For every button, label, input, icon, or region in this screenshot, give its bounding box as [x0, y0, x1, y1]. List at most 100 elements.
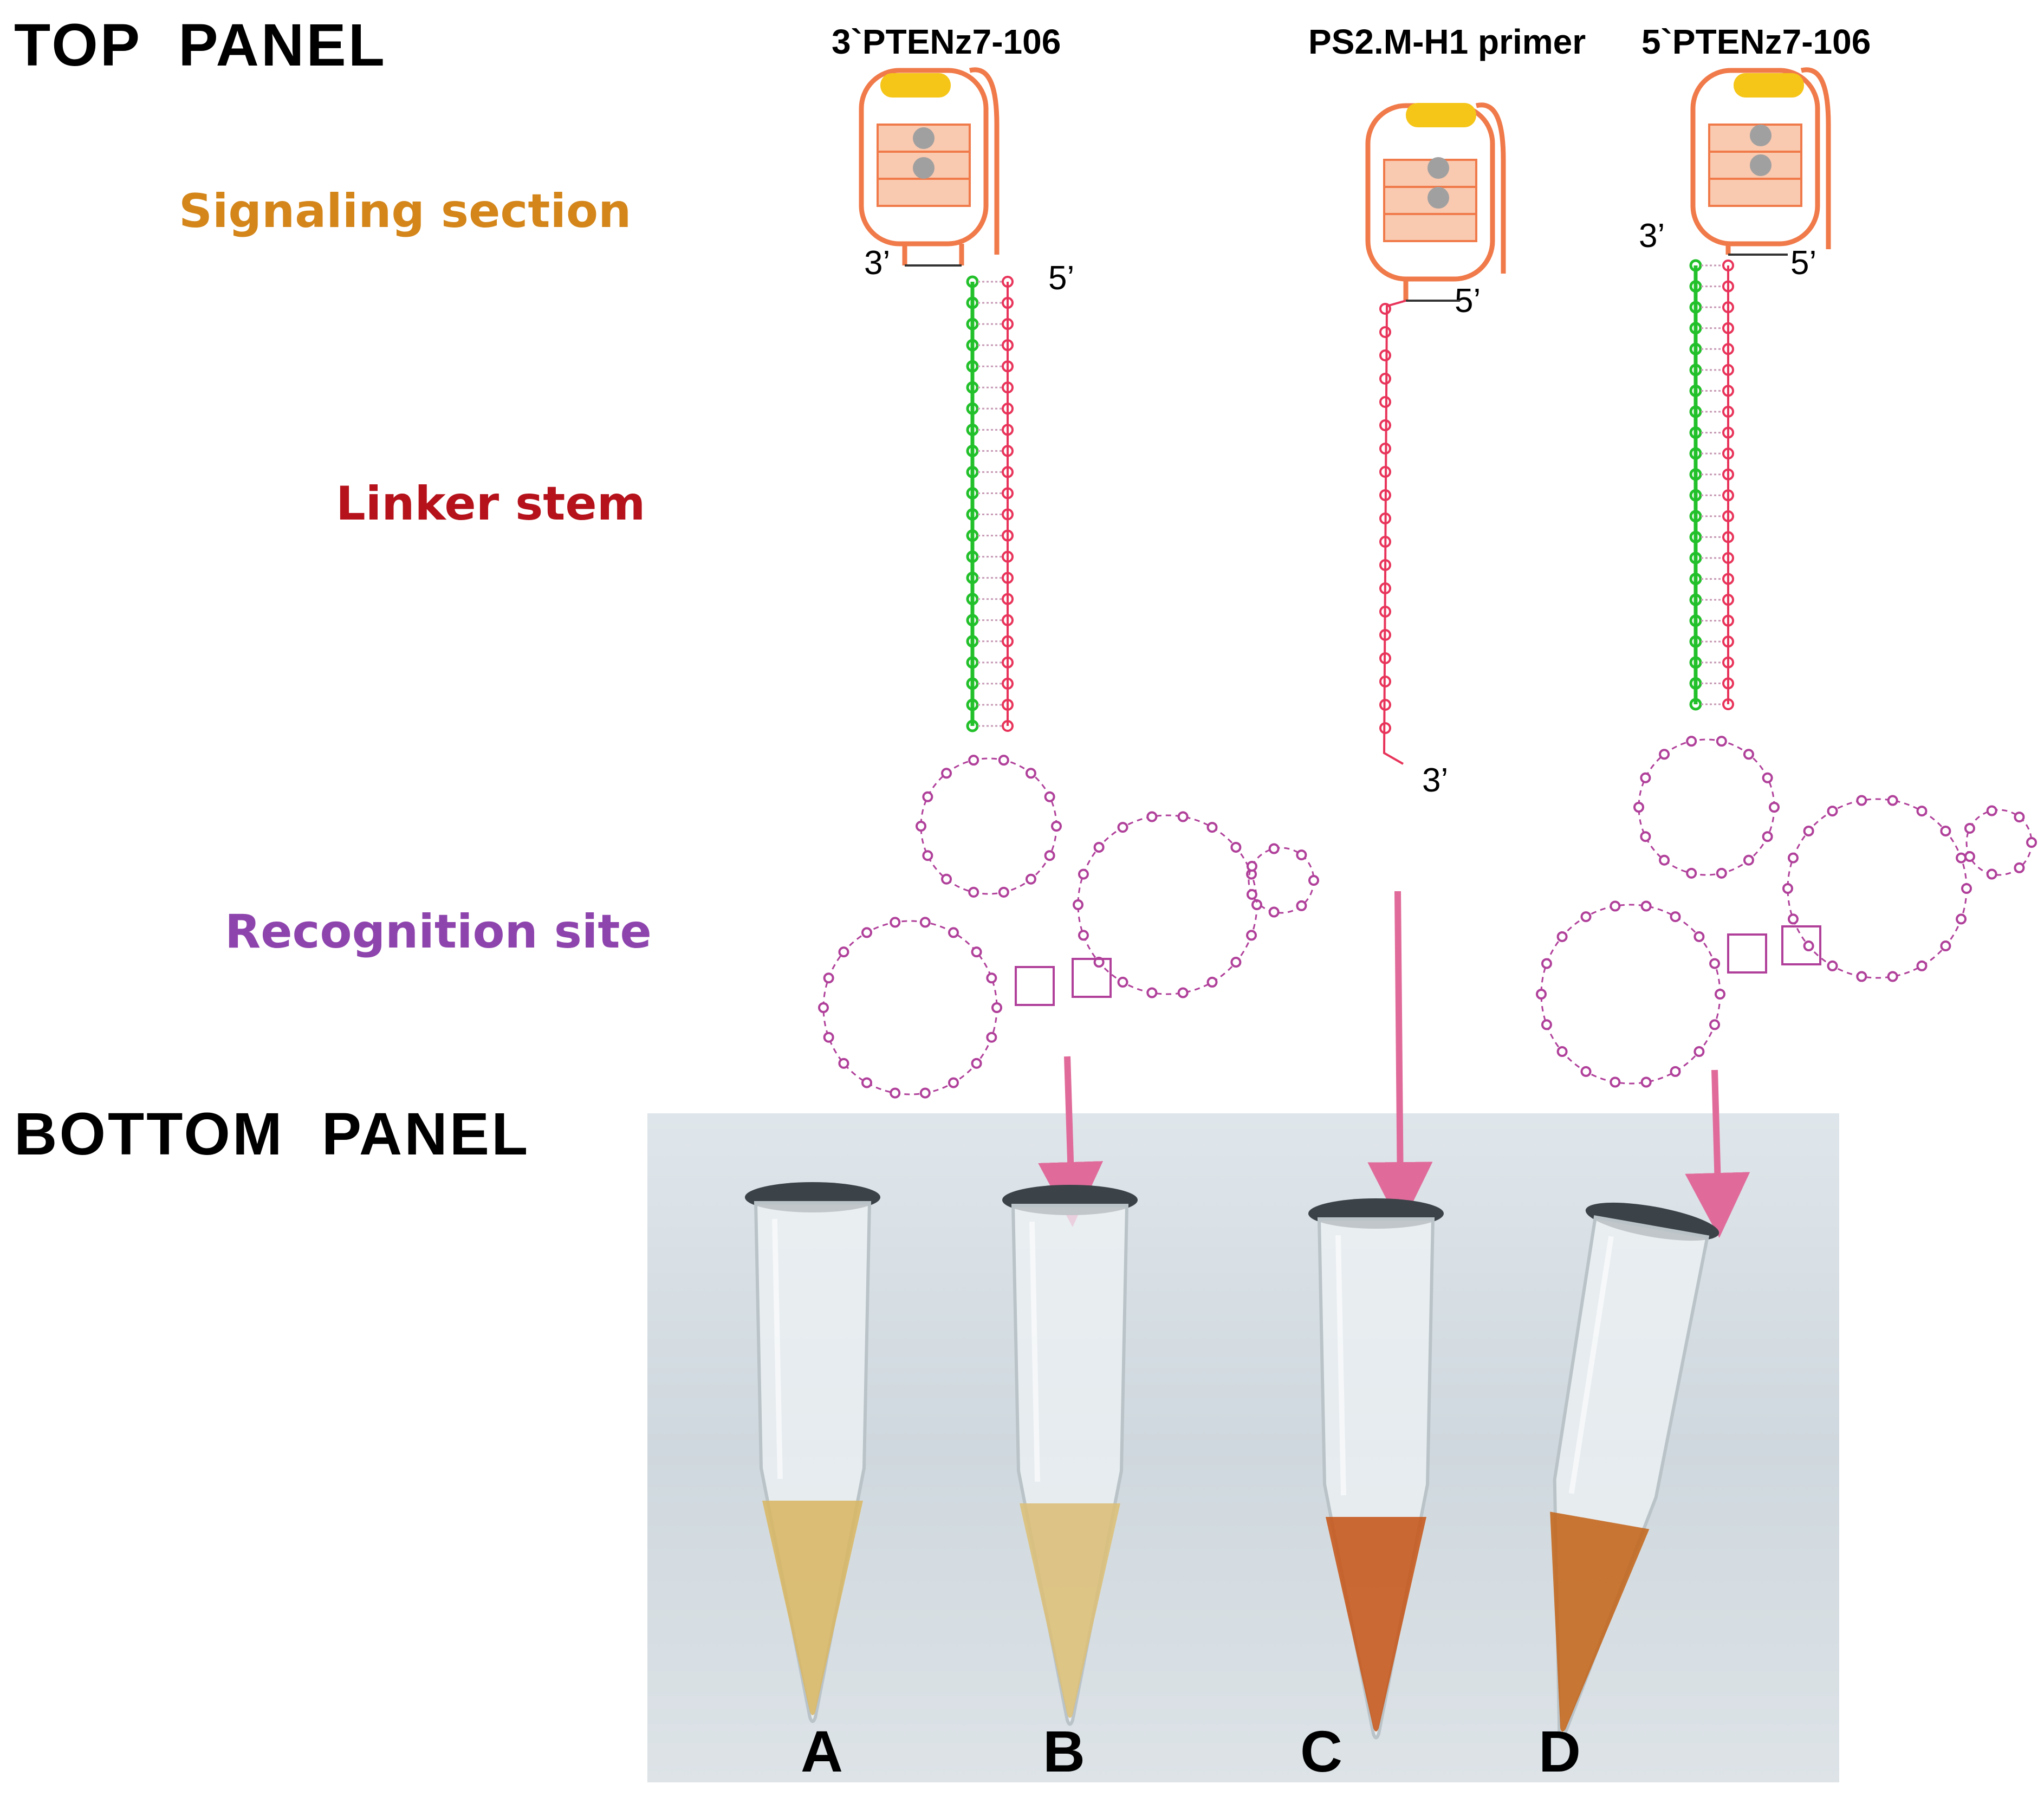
nucleotide	[1722, 280, 1734, 293]
recognition-loop-3a	[1633, 736, 1780, 879]
tube-c	[1308, 1198, 1444, 1740]
nucleotide	[1230, 841, 1242, 853]
tube-liquid	[1326, 1517, 1426, 1731]
nucleotide	[1716, 867, 1727, 879]
nucleotide	[1002, 508, 1014, 521]
nucleotide	[1689, 405, 1702, 418]
nucleotide	[966, 614, 979, 627]
nucleotide	[968, 886, 979, 898]
nucleotide	[1715, 989, 1725, 1000]
nucleotide	[1803, 940, 1814, 952]
nucleotide	[1887, 795, 1898, 806]
nucleotide	[1610, 900, 1621, 912]
nucleotide	[1073, 899, 1083, 910]
nucleotide	[1964, 822, 1975, 834]
nucleotide	[1916, 806, 1928, 817]
nucleotide	[1940, 940, 1951, 952]
nucleotide	[1379, 373, 1391, 385]
recognition-duplex	[1015, 966, 1055, 1006]
nucleotide	[1246, 889, 1257, 900]
nucleotide	[1722, 322, 1734, 334]
signaling-section-label: Signaling section	[179, 184, 632, 238]
nucleotide	[1716, 736, 1727, 747]
nucleotide	[1689, 342, 1702, 355]
nucleotide	[1002, 550, 1014, 563]
nucleotide	[1177, 811, 1189, 822]
nucleotide	[1722, 635, 1734, 648]
nucleotide	[1044, 791, 1055, 802]
nucleotide	[1002, 487, 1014, 499]
nucleotide	[922, 850, 933, 861]
nucleotide	[1002, 656, 1014, 669]
nucleotide	[1002, 529, 1014, 542]
nucleotide	[1093, 841, 1105, 853]
nucleotide	[1956, 913, 1967, 925]
tube-label-d: D	[1539, 1718, 1581, 1784]
nucleotide	[1379, 396, 1391, 408]
nucleotide	[838, 1058, 849, 1069]
nucleotide	[966, 656, 979, 669]
nucleotide	[966, 529, 979, 542]
nucleotide	[971, 1058, 982, 1069]
nucleotide	[1640, 900, 1652, 912]
nucleotide	[1722, 489, 1734, 502]
quadruplex-icon-2	[1365, 102, 1506, 302]
nucleotide	[1887, 971, 1898, 982]
nucleotide	[966, 572, 979, 585]
nucleotide	[1743, 749, 1754, 760]
nucleotide	[1251, 899, 1262, 910]
tube-cap	[1585, 1202, 1719, 1241]
nucleotide	[1709, 1019, 1721, 1030]
nucleotide	[1556, 1046, 1568, 1058]
nucleotide	[1689, 635, 1702, 648]
linker-stem-1	[966, 275, 1014, 732]
end-label-3prime-left-2: 3’	[1639, 217, 1665, 255]
nucleotide	[971, 946, 982, 958]
nucleotide	[1689, 573, 1702, 586]
nucleotide	[1146, 987, 1158, 998]
nucleotide	[2014, 862, 2025, 873]
nucleotide	[916, 821, 926, 832]
nucleotide	[890, 1087, 901, 1099]
nucleotide	[1117, 822, 1128, 833]
nucleotide	[966, 423, 979, 436]
recognition-loop-3c	[1782, 795, 1972, 982]
nucleotide	[1002, 445, 1014, 457]
nucleotide	[1051, 821, 1062, 832]
tube-liquid	[1550, 1511, 1650, 1732]
nucleotide	[1025, 768, 1036, 779]
nucleotide	[1689, 447, 1702, 460]
end-label-primer-3prime: 3’	[1422, 762, 1449, 799]
nucleotide	[948, 1077, 959, 1088]
nucleotide	[1722, 594, 1734, 606]
nucleotide	[1268, 906, 1280, 918]
nucleotide	[966, 339, 979, 352]
construct-title-primer: PS2.M-H1 primer	[1308, 22, 1586, 61]
nucleotide	[1659, 749, 1670, 760]
nucleotide	[1640, 1076, 1652, 1088]
nucleotide	[1722, 510, 1734, 522]
nucleotide	[1964, 851, 1975, 862]
nucleotide	[1693, 1046, 1705, 1058]
nucleotide	[1002, 403, 1014, 415]
recognition-duplex	[1781, 925, 1821, 965]
nucleotide	[1689, 593, 1702, 606]
recognition-site-label: Recognition site	[225, 905, 652, 959]
primer-strand	[1379, 300, 1406, 765]
nucleotide	[948, 927, 959, 938]
recognition-loop-1a	[916, 755, 1062, 898]
nucleotide	[966, 296, 979, 309]
nucleotide	[1580, 1066, 1592, 1077]
nucleotide	[1689, 280, 1702, 293]
nucleotide	[1689, 364, 1702, 377]
nucleotide	[1002, 276, 1014, 288]
nucleotide	[1002, 297, 1014, 309]
nucleotide	[818, 1002, 829, 1013]
nucleotide	[968, 755, 979, 766]
tube-b	[1002, 1185, 1138, 1726]
top-panel-title: TOP PANEL	[14, 12, 387, 79]
nucleotide	[1722, 364, 1734, 376]
end-label-5prime-right: 5’	[1048, 260, 1075, 297]
nucleotide	[966, 486, 979, 499]
nucleotide	[1961, 883, 1972, 894]
